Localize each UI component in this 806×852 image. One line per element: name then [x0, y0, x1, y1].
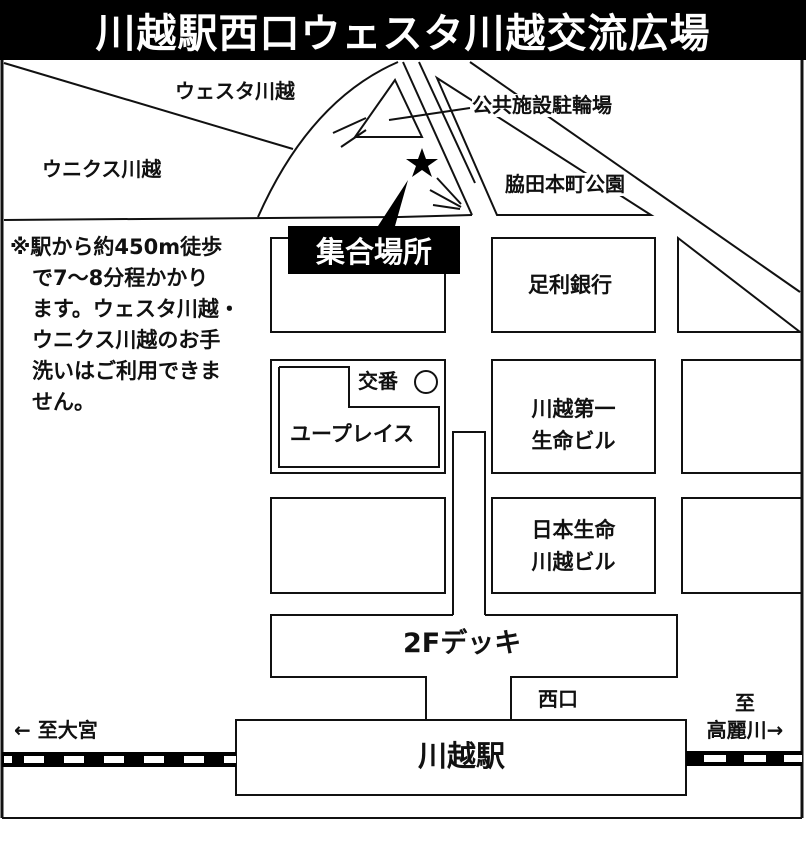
title-bar: 川越駅西口ウェスタ川越交流広場: [0, 0, 806, 60]
block: [681, 497, 803, 594]
leader-line-bicycle: [388, 107, 471, 121]
star-icon: [406, 148, 438, 177]
access-note: ※駅から約450m徒歩 で7〜8分程かかり ます。ウェスタ川越・ ウニクス川越の…: [10, 232, 240, 418]
block-triangle: [677, 235, 803, 333]
block-bank: [491, 237, 656, 333]
label-bicycle-parking: 公共施設駐輪場: [472, 93, 612, 117]
park-wedge: [434, 75, 655, 216]
railway-left: [2, 752, 236, 767]
pointer-icon: [378, 180, 408, 226]
label-nissay-line2: 川越ビル: [531, 550, 616, 574]
road-line: [402, 61, 473, 216]
road-line: [3, 216, 401, 221]
plaza-line: [340, 129, 367, 148]
block-nissay: [491, 497, 656, 594]
deck-walkway: [452, 431, 486, 615]
label-to-omiya: ← 至大宮: [14, 718, 98, 742]
label-nissay-line1: 日本生命: [531, 518, 616, 542]
railway-right: [686, 751, 802, 766]
note-line: ウニクス川越のお手: [32, 328, 221, 352]
road-line: [418, 61, 476, 184]
note-line: せん。: [32, 390, 95, 414]
block: [270, 497, 446, 594]
koban-icon: [414, 370, 438, 394]
plaza-arc: [257, 61, 399, 218]
label-nissay: 日本生命 川越ビル: [492, 514, 655, 578]
block-uplace-outer: [270, 359, 446, 474]
label-west-exit: 西口: [538, 687, 578, 711]
label-westa: ウェスタ川越: [175, 79, 295, 103]
plaza-ray: [429, 189, 462, 208]
label-to-komagawa-line2: 高麗川→: [706, 718, 784, 742]
plaza-ray: [436, 177, 462, 205]
plaza-triangle: [353, 78, 424, 138]
road-line: [399, 214, 473, 218]
block-uplace-inner: [278, 366, 440, 468]
page-title: 川越駅西口ウェスタ川越交流広場: [95, 11, 711, 57]
label-kawagoe-daiichi: 川越第一 生命ビル: [492, 393, 655, 457]
label-bank: 足利銀行: [528, 273, 612, 297]
label-to-komagawa: 至 高麗川→: [690, 690, 800, 744]
note-line: ます。ウェスタ川越・: [32, 297, 240, 321]
note-line: ※駅から約450m徒歩: [10, 235, 223, 259]
label-station: 川越駅: [418, 739, 506, 773]
deck-left: [270, 614, 453, 720]
road-line: [3, 62, 294, 150]
block-daiichi: [491, 359, 656, 474]
deck-right: [485, 614, 678, 720]
meeting-point-text: 集合場所: [315, 235, 432, 269]
label-deck: 2Fデッキ: [403, 628, 522, 659]
label-park: 脇田本町公園: [505, 172, 625, 196]
label-to-komagawa-line1: 至: [735, 691, 755, 715]
plaza-line: [332, 117, 367, 134]
block: [681, 359, 803, 474]
label-uplace: ユープレイス: [290, 422, 415, 446]
label-kawagoe-daiichi-line1: 川越第一: [531, 397, 616, 421]
label-unicus: ウニクス川越: [42, 157, 162, 181]
note-line: で7〜8分程かかり: [32, 266, 209, 290]
note-line: 洗いはご利用できま: [32, 359, 221, 383]
label-kawagoe-daiichi-line2: 生命ビル: [531, 429, 616, 453]
plaza-ray: [432, 204, 461, 210]
meeting-point-label: 集合場所: [288, 226, 460, 274]
label-koban: 交番: [358, 369, 398, 393]
